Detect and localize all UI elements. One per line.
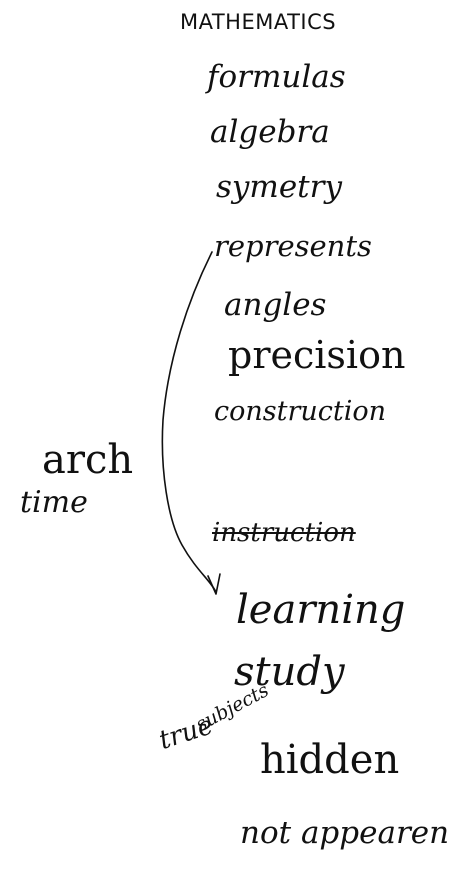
word-precision: precision — [228, 333, 406, 377]
word-angles: angles — [224, 287, 327, 323]
word-instruction-crossed-out: instruction — [212, 518, 356, 548]
word-hidden: hidden — [260, 737, 400, 783]
word-algebra: algebra — [210, 114, 330, 150]
word-study: study — [234, 649, 345, 695]
annotation-subjects: subjects — [192, 679, 273, 736]
word-learning: learning — [236, 587, 406, 633]
side-word-arch: arch — [42, 437, 134, 483]
note-title: MATHEMATICS — [180, 10, 337, 34]
word-formulas: formulas — [207, 59, 346, 95]
word-symetry: symetry — [216, 169, 342, 205]
word-construction: construction — [214, 396, 387, 427]
word-not-appearent: not appearent — [240, 815, 449, 851]
side-word-time: time — [20, 485, 88, 520]
word-represents: represents — [214, 229, 372, 263]
